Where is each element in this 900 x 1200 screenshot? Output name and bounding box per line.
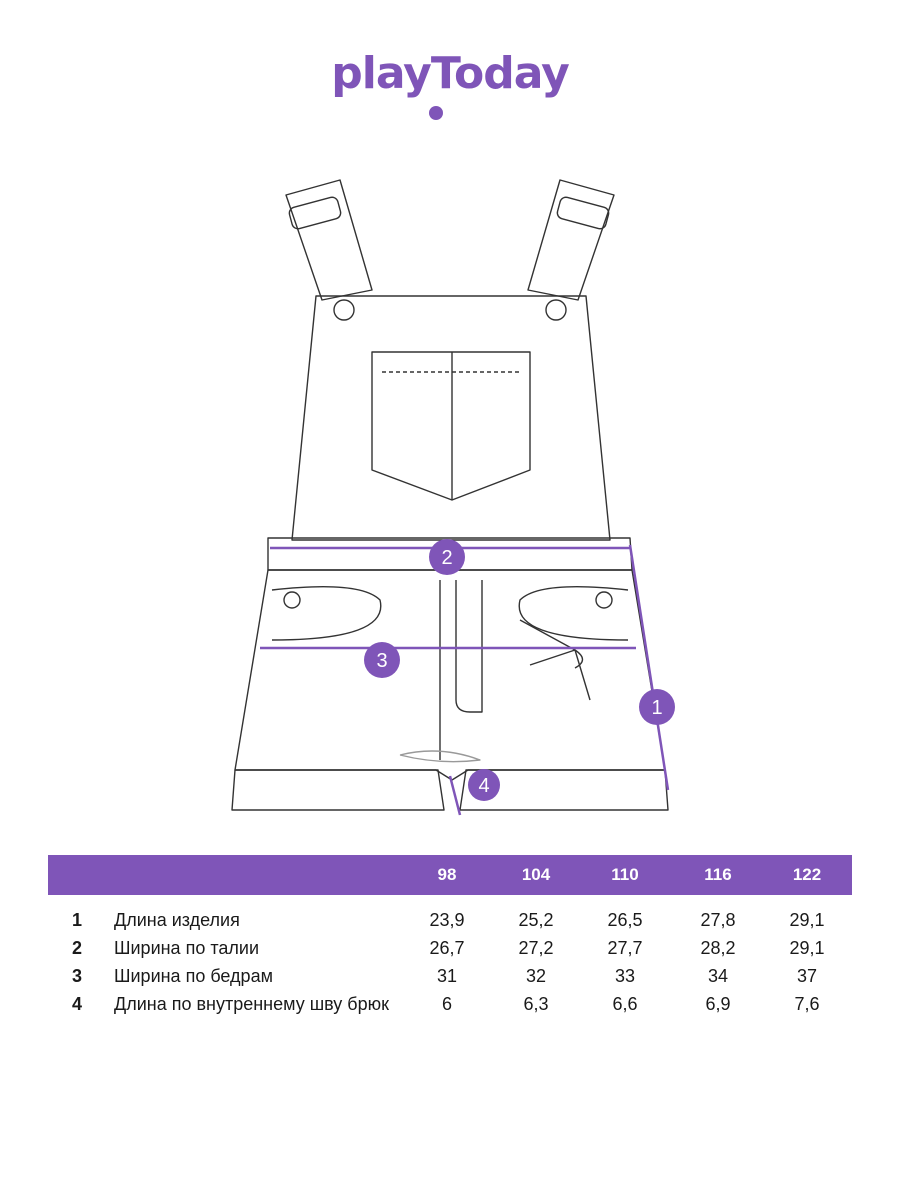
size-header: 122	[792, 865, 822, 884]
left-front-pocket	[271, 585, 382, 641]
row-value: 27,7	[607, 938, 643, 958]
right-strap	[527, 179, 615, 301]
row-value: 37	[796, 966, 818, 986]
row-value: 27,2	[518, 938, 554, 958]
size-header: 98	[437, 865, 457, 884]
measure-line-inseam	[448, 775, 462, 816]
row-value: 6,9	[705, 994, 731, 1014]
row-value: 6,6	[612, 994, 638, 1014]
row-value: 6,3	[523, 994, 549, 1014]
row-value: 26,5	[607, 910, 643, 930]
size-header: 110	[611, 865, 639, 884]
size-header: 116	[704, 865, 732, 884]
marker-1-circle	[639, 689, 675, 725]
left-button	[333, 299, 355, 321]
row-value: 29,1	[789, 910, 825, 930]
overalls-technical-drawing: 1 2 3 4	[231, 179, 675, 816]
row-label: Длина по внутреннему шву брюк	[114, 994, 390, 1014]
row-number: 3	[72, 966, 83, 986]
row-label: Ширина по бедрам	[114, 966, 273, 986]
row-value: 31	[436, 966, 458, 986]
row-number: 1	[72, 910, 83, 930]
logo-dot	[429, 106, 443, 120]
bib	[291, 295, 611, 541]
row-value: 33	[614, 966, 636, 986]
row-value: 23,9	[429, 910, 465, 930]
marker-3-label: 3	[376, 650, 387, 672]
row-value: 25,2	[518, 910, 554, 930]
marker-2-label: 2	[441, 547, 452, 569]
row-value: 34	[707, 966, 729, 986]
left-strap	[285, 179, 373, 301]
marker-1-label: 1	[651, 697, 662, 719]
left-buckle	[288, 196, 342, 230]
row-label: Длина изделия	[114, 910, 240, 930]
size-table-header: 98 104 110 116 122	[48, 855, 852, 895]
left-cuff	[231, 769, 445, 811]
right-buckle	[556, 196, 610, 230]
row-value: 26,7	[429, 938, 465, 958]
right-cuff	[459, 769, 669, 811]
measure-line-length	[628, 544, 670, 791]
marker-3-circle	[364, 642, 400, 678]
right-front-pocket	[518, 585, 629, 641]
brand-logo: playToday	[331, 48, 570, 99]
marker-4-circle	[468, 769, 500, 801]
row-value: 27,8	[700, 910, 736, 930]
size-header: 104	[521, 865, 551, 884]
right-button	[545, 299, 567, 321]
row-value: 29,1	[789, 938, 825, 958]
row-number: 2	[72, 938, 83, 958]
row-value: 7,6	[794, 994, 820, 1014]
drawstring	[519, 619, 591, 701]
row-value: 28,2	[700, 938, 736, 958]
row-number: 4	[72, 994, 83, 1014]
marker-2-circle	[429, 539, 465, 575]
chest-pocket	[371, 351, 531, 501]
row-value: 32	[525, 966, 547, 986]
row-value: 6	[441, 994, 452, 1014]
marker-4-label: 4	[478, 775, 489, 797]
row-label: Ширина по талии	[114, 938, 259, 958]
